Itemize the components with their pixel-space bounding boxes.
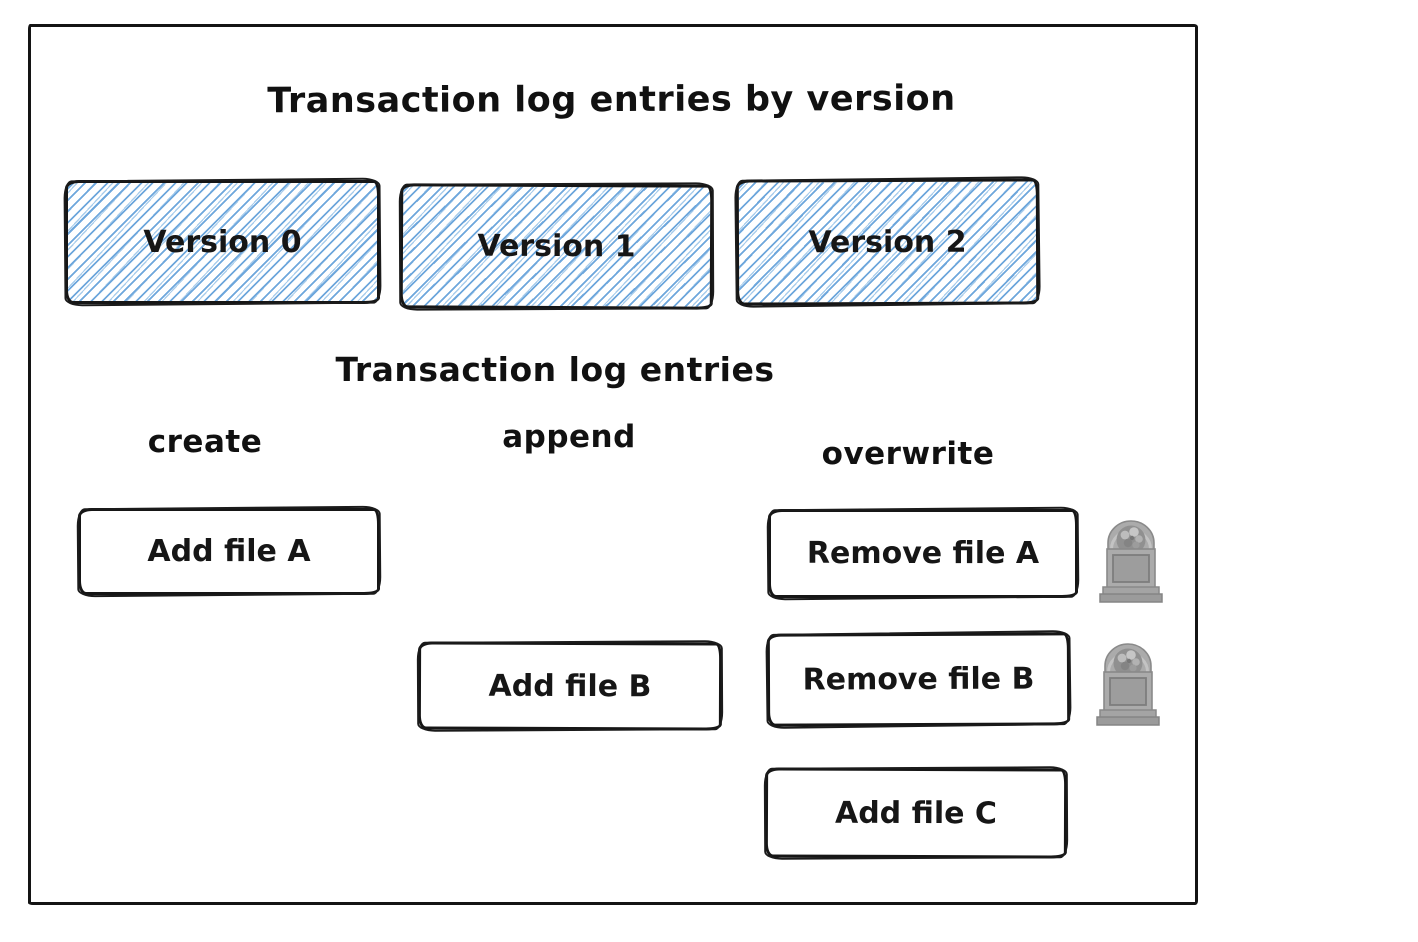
version-1-box: Version 1 bbox=[399, 183, 714, 310]
outer-frame bbox=[28, 24, 1198, 905]
version-2-box: Version 2 bbox=[735, 178, 1040, 306]
entry-remove-file-a-label: Remove file A bbox=[806, 536, 1040, 571]
entry-remove-file-b: Remove file B bbox=[766, 632, 1071, 727]
entry-add-file-b: Add file B bbox=[417, 641, 723, 731]
log-section-heading: Transaction log entries bbox=[335, 350, 775, 389]
column-header-create: create bbox=[147, 424, 263, 460]
version-0-label: Version 0 bbox=[143, 224, 302, 260]
version-2-label: Version 2 bbox=[808, 224, 967, 260]
tombstone-icon bbox=[1099, 520, 1163, 603]
entry-remove-file-a: Remove file A bbox=[768, 509, 1078, 598]
version-1-label: Version 1 bbox=[477, 228, 636, 265]
entry-remove-file-b-label: Remove file B bbox=[802, 661, 1035, 698]
entry-add-file-a-label: Add file A bbox=[147, 534, 311, 569]
tombstone-icon bbox=[1096, 643, 1160, 726]
entry-add-file-c-label: Add file C bbox=[834, 795, 998, 831]
entry-add-file-b-label: Add file B bbox=[488, 668, 652, 704]
diagram-title: Transaction log entries by version bbox=[267, 78, 956, 122]
column-header-append: append bbox=[502, 419, 636, 455]
entry-add-file-a: Add file A bbox=[78, 508, 380, 595]
column-header-overwrite: overwrite bbox=[821, 436, 995, 472]
entry-add-file-c: Add file C bbox=[764, 767, 1068, 859]
version-0-box: Version 0 bbox=[65, 180, 380, 304]
